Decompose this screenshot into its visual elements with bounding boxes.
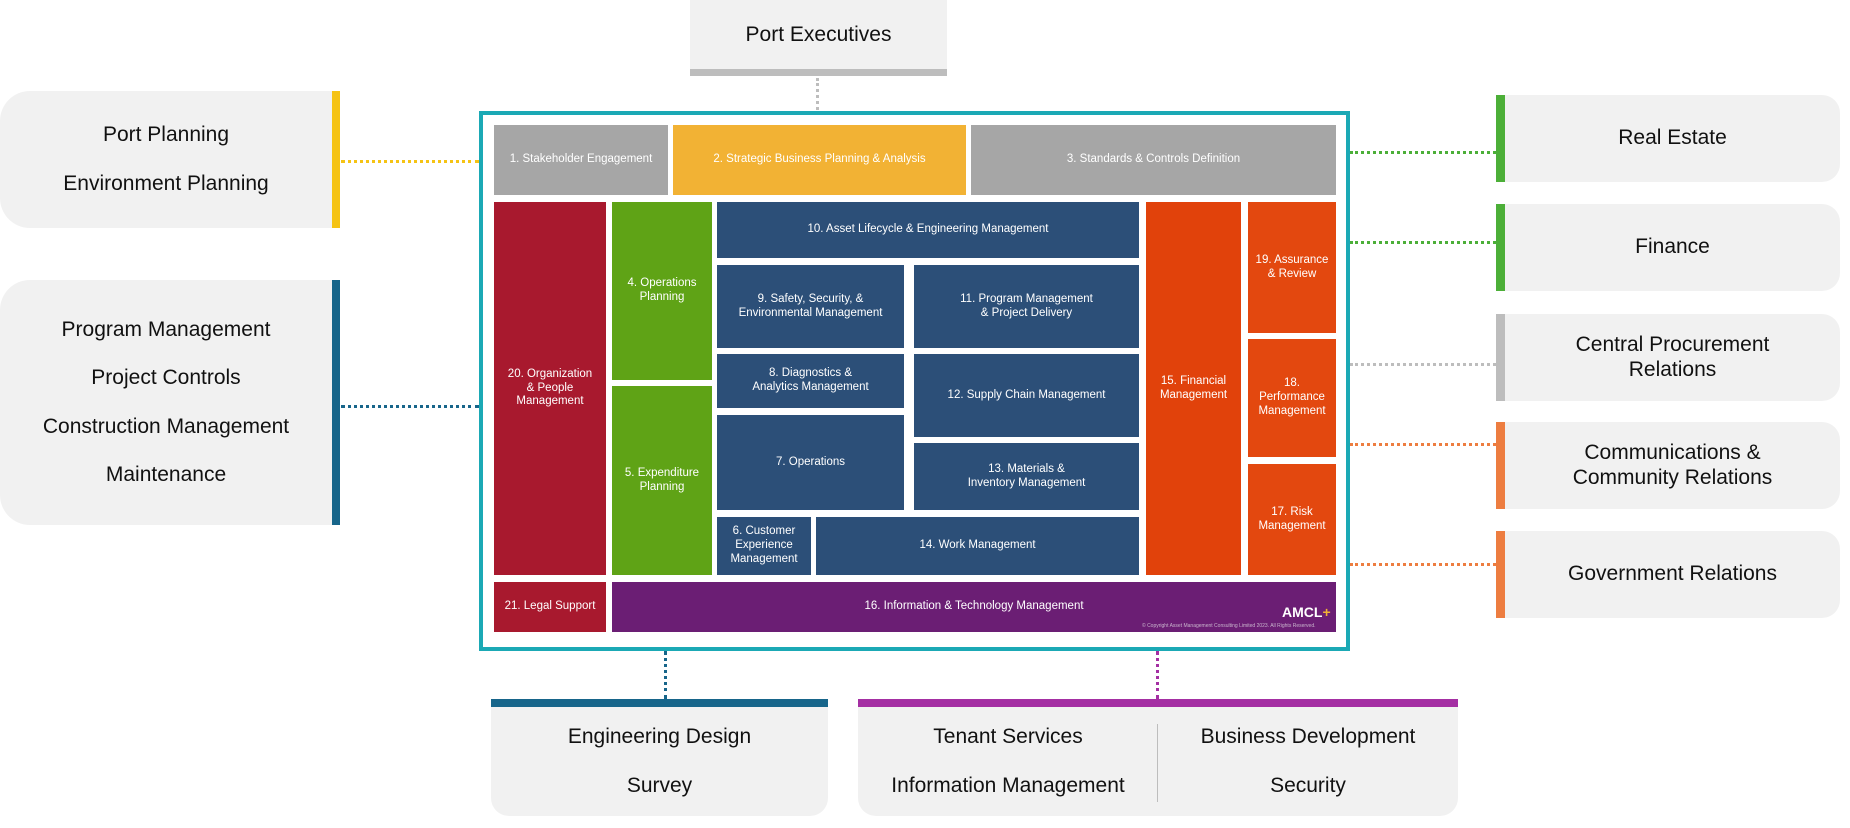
delivery-group-accent [332,280,340,525]
engineering-box: Engineering Design Survey [491,707,828,816]
real-estate-label: Real Estate [1618,126,1727,150]
cap-1-stakeholder-engagement: 1. Stakeholder Engagement [494,125,668,195]
cap-6-customer-experience: 6. Customer Experience Management [717,517,811,575]
cap-2-strategic-planning: 2. Strategic Business Planning & Analysi… [673,125,966,195]
services-accent [858,699,1458,707]
cap-5-expenditure-planning: 5. Expenditure Planning [612,386,712,575]
information-management-label: Information Management [891,773,1125,797]
services-col-2: Business Development Security [1158,713,1458,809]
tenant-services-label: Tenant Services [933,725,1083,749]
port-executives-label: Port Executives [745,22,892,46]
cap-11-program-management: 11. Program Management & Project Deliver… [914,265,1139,348]
cap-10-asset-lifecycle: 10. Asset Lifecycle & Engineering Manage… [717,202,1139,258]
finance-box: Finance [1505,204,1840,291]
government-accent [1496,531,1505,618]
connector-right-4 [1350,443,1496,446]
delivery-line-1: Program Management [61,318,271,342]
services-box: Tenant Services Information Management B… [858,707,1458,816]
connector-left-2 [341,405,479,408]
cap-3-standards-controls: 3. Standards & Controls Definition [971,125,1336,195]
amcl-logo-text: AMCL [1282,604,1323,620]
connector-right-3 [1350,363,1496,366]
government-label: Government Relations [1568,562,1777,586]
government-box: Government Relations [1505,531,1840,618]
planning-line-1: Port Planning [102,123,230,147]
engineering-line-1: Engineering Design [567,725,752,749]
cap-19-assurance-review: 19. Assurance & Review [1248,202,1336,333]
delivery-line-4: Maintenance [105,462,227,486]
connector-left-1 [341,160,479,163]
cap-16-information-technology: 16. Information & Technology Management [612,582,1336,632]
cap-8-diagnostics-analytics: 8. Diagnostics & Analytics Management [717,354,904,408]
procurement-accent [1496,314,1505,401]
planning-line-2: Environment Planning [63,171,269,195]
finance-label: Finance [1635,235,1710,259]
finance-accent [1496,204,1505,291]
engineering-line-2: Survey [626,773,693,797]
port-executives-underline [690,69,947,76]
amcl-logo: AMCL+ [1282,604,1331,620]
connector-right-2 [1350,241,1496,244]
cap-20-organization-people: 20. Organization & People Management [494,202,606,575]
delivery-group-box: Program Management Project Controls Cons… [0,280,332,525]
procurement-box: Central Procurement Relations [1505,314,1840,401]
delivery-line-3: Construction Management [42,414,290,438]
cap-9-safety-security: 9. Safety, Security, & Environmental Man… [717,265,904,348]
communications-accent [1496,422,1505,509]
services-divider [1157,724,1158,802]
real-estate-box: Real Estate [1505,95,1840,182]
connector-bottom-left [664,651,667,699]
cap-17-risk-management: 17. Risk Management [1248,464,1336,575]
real-estate-accent [1496,95,1505,182]
business-development-label: Business Development [1200,725,1416,749]
communications-line-2: Community Relations [1572,465,1773,489]
connector-bottom-right [1156,651,1159,699]
port-executives-box: Port Executives [690,0,947,70]
cap-15-financial-management: 15. Financial Management [1146,202,1241,575]
cap-13-materials-inventory: 13. Materials & Inventory Management [914,443,1139,510]
security-label: Security [1270,773,1346,797]
planning-group-box: Port Planning Environment Planning [0,91,332,228]
cap-21-legal-support: 21. Legal Support [494,582,606,632]
amcl-logo-plus: + [1322,604,1331,620]
procurement-line-1: Central Procurement [1575,333,1770,357]
cap-4-operations-planning: 4. Operations Planning [612,202,712,380]
cap-12-supply-chain: 12. Supply Chain Management [914,354,1139,437]
cap-14-work-management: 14. Work Management [816,517,1139,575]
connector-right-5 [1350,563,1496,566]
framework-frame: 1. Stakeholder Engagement 2. Strategic B… [479,111,1350,651]
delivery-line-2: Project Controls [91,366,241,390]
communications-box: Communications & Community Relations [1505,422,1840,509]
planning-group-accent [332,91,340,228]
cap-7-operations: 7. Operations [717,415,904,510]
connector-right-1 [1350,151,1496,154]
procurement-line-2: Relations [1628,357,1717,381]
engineering-accent [491,699,828,707]
services-col-1: Tenant Services Information Management [858,713,1158,809]
connector-top [816,78,819,110]
cap-18-performance-management: 18. Performance Management [1248,339,1336,457]
copyright-text: © Copyright Asset Management Consulting … [1142,623,1316,629]
communications-line-1: Communications & [1584,441,1761,465]
